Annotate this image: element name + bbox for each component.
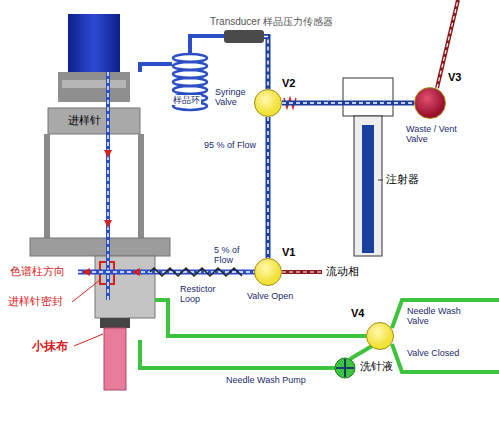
pipe: [282, 101, 414, 106]
node-label: Waste / Vent Valve: [406, 124, 461, 145]
stroke: [62, 80, 126, 88]
stroke: [350, 346, 372, 359]
valve-circle: V3Waste / Vent Valve: [414, 87, 446, 119]
valve-circle: V4Needle Wash ValveValve Closed: [366, 322, 394, 350]
node-label: Valve Open: [247, 291, 293, 301]
part-label: 进样针: [68, 114, 101, 127]
stroke: [82, 268, 140, 276]
valve-name: V2: [282, 77, 295, 90]
stroke: [44, 134, 50, 240]
leader-lines: [72, 280, 103, 346]
wash-pump: [335, 358, 355, 378]
stroke: [48, 108, 140, 134]
pipe: [266, 117, 271, 258]
node-label: Needle Wash Valve: [407, 306, 469, 327]
pipe-stripe: [282, 102, 414, 104]
valve-circle: V1Valve Open: [254, 258, 282, 286]
node-label: Transducer 样品压力传感器: [210, 16, 333, 28]
stroke: [150, 268, 242, 276]
stroke: [30, 238, 170, 256]
stroke: [100, 318, 130, 328]
pipe-stripe: [264, 37, 268, 90]
part-label: 进样针密封: [8, 295, 63, 308]
stroke: [107, 72, 109, 300]
stroke: [362, 125, 374, 253]
part-label: 5 % of Flow: [214, 245, 254, 266]
flow-label: 95 % of Flow: [204, 140, 256, 150]
sample-loop: [173, 54, 207, 110]
part-label: 色谱柱方向: [10, 265, 65, 278]
flow-line: [78, 268, 322, 276]
valve-name: V1: [282, 246, 295, 259]
part-label: 注射器: [386, 173, 419, 186]
part-label: 小抹布: [32, 340, 68, 354]
needle: [104, 72, 112, 300]
stroke: [74, 334, 103, 346]
stroke: [138, 134, 144, 240]
stroke: [392, 300, 499, 328]
stroke: [58, 72, 130, 102]
stroke: [354, 116, 382, 256]
pipe-stripe: [267, 117, 269, 258]
valve-name: V3: [448, 71, 461, 84]
part-label: 洗针液: [360, 360, 393, 373]
stroke: [104, 150, 112, 228]
part-label: 流动相: [326, 265, 359, 278]
transducer-block: Transducer 样品压力传感器: [224, 30, 264, 43]
stroke: [336, 359, 354, 377]
stroke: [282, 270, 322, 274]
stroke: [140, 64, 172, 72]
stroke: [72, 280, 100, 302]
loop-lines: [140, 36, 224, 72]
stroke: [140, 340, 335, 368]
stroke: [68, 14, 120, 72]
stroke: [378, 180, 383, 181]
node-label: Syringe Valve: [215, 87, 255, 108]
valve-name: V4: [351, 307, 364, 320]
flow-connector: [282, 103, 414, 104]
stroke: [104, 328, 126, 390]
valve-circle: V2Syringe Valve: [254, 89, 282, 117]
stroke: [335, 358, 355, 378]
part-label: Restictor Loop: [180, 284, 230, 305]
stroke: [343, 78, 393, 116]
stroke: [155, 300, 366, 336]
node-label: Valve Closed: [407, 348, 459, 358]
flow-connector: [264, 37, 268, 90]
stroke: [282, 271, 322, 272]
pipe: [264, 37, 268, 90]
motor: [44, 14, 144, 240]
part-label: Needle Wash Pump: [226, 375, 306, 385]
stroke: [106, 72, 110, 300]
stroke: [95, 256, 155, 318]
wash-lines: [140, 300, 499, 372]
part-label: 样品环: [172, 95, 201, 105]
flow-connector: [268, 117, 269, 258]
stroke: [190, 36, 224, 55]
stroke: [392, 344, 499, 372]
